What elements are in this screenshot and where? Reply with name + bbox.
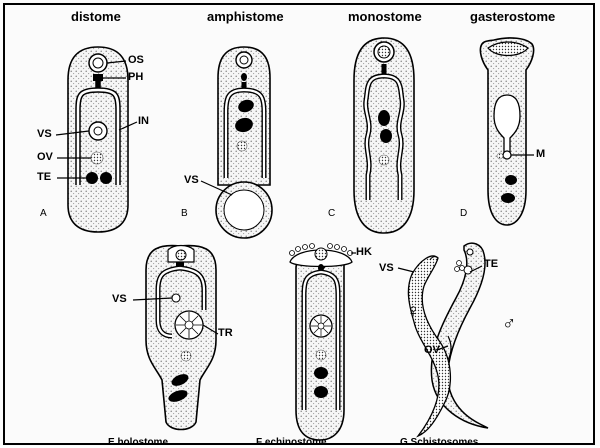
amphistome-ovary	[237, 141, 247, 151]
holostome-ventral-sucker	[172, 294, 180, 302]
label-testis-a: TE	[37, 172, 51, 183]
gasterostome-testis-1	[505, 175, 517, 185]
amphistome-oral-sucker	[236, 52, 252, 68]
label-ventral-sucker-b: VS	[184, 175, 199, 186]
gasterostome-figure	[480, 38, 534, 225]
figure-letter-c: C	[328, 209, 335, 219]
distome-ventral-sucker	[89, 122, 107, 140]
title-amphistome: amphistome	[207, 10, 284, 23]
amphistome-figure	[201, 47, 272, 238]
echinostome-figure	[290, 244, 357, 441]
distome-ovary	[91, 152, 103, 164]
male-symbol: ♂	[502, 314, 516, 333]
distome-figure	[56, 47, 137, 232]
label-ventral-sucker-a: VS	[37, 129, 52, 140]
gasterostome-testis-2	[501, 193, 515, 203]
title-distome: distome	[71, 10, 121, 23]
label-oral-sucker: OS	[128, 55, 144, 66]
female-symbol: ♀	[406, 302, 420, 321]
label-intestine: IN	[138, 116, 149, 127]
label-testis-g: TE	[484, 259, 498, 270]
title-monostome: monostome	[348, 10, 422, 23]
holostome-body	[146, 246, 216, 430]
label-pharynx: PH	[128, 72, 143, 83]
monostome-ovary	[379, 155, 389, 165]
figure-letter-a: A	[40, 209, 47, 219]
label-ovary-a: OV	[37, 152, 53, 163]
figure-letter-b: B	[181, 209, 188, 219]
label-ventral-sucker-g: VS	[379, 263, 394, 274]
caption-holostome: E holostome	[108, 438, 168, 448]
figure-letter-d: D	[460, 209, 467, 219]
holostome-figure	[133, 246, 218, 430]
holostome-ovary	[181, 351, 191, 361]
distome-testis-1	[86, 172, 98, 184]
distome-testis-2	[100, 172, 112, 184]
schistosome-figure	[398, 243, 488, 436]
echinostome-testis-1	[314, 367, 328, 379]
title-gasterostome: gasterostome	[470, 10, 555, 23]
label-tribocytic-organ: TR	[218, 328, 233, 339]
label-ventral-sucker-e: VS	[112, 294, 127, 305]
echinostome-ovary	[316, 350, 326, 360]
monostome-testis-2	[380, 129, 392, 143]
label-ovary-g: OV	[424, 345, 440, 356]
echinostome-testis-2	[314, 386, 328, 398]
label-head-collar: HK	[356, 247, 372, 258]
gasterostome-mouth	[503, 151, 511, 159]
distome-oral-sucker	[89, 54, 107, 72]
caption-schistosomes: G Schistosomes	[400, 438, 478, 448]
monostome-testis-1	[378, 110, 390, 126]
monostome-figure	[354, 38, 414, 233]
label-mouth: M	[536, 149, 545, 160]
distome-pharynx	[93, 74, 103, 81]
caption-echinostome: F echinostome	[256, 438, 327, 448]
